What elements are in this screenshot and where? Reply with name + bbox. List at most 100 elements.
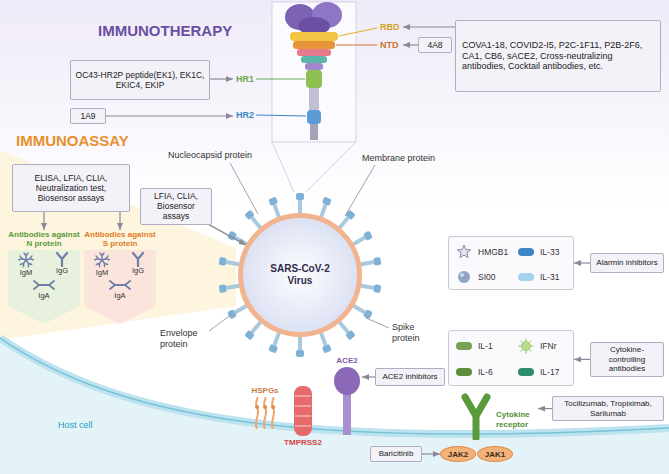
connector-arrow	[538, 408, 552, 409]
capsule-shape	[456, 368, 472, 376]
virus-name: SARS-CoV-2 Virus	[265, 263, 335, 287]
molecule-cell: SI00	[453, 266, 513, 288]
receptor-shape	[458, 392, 494, 440]
antibody-arm	[19, 256, 27, 262]
ntd-band	[293, 41, 335, 49]
igm-icon	[16, 251, 36, 269]
antibody-name: IgM	[10, 269, 42, 277]
box-text: 4A8	[423, 40, 447, 50]
molecule-icon	[453, 338, 475, 354]
box-text: OC43-HR2P peptide(EK1), EK1C, EKIC4, EKI…	[75, 70, 205, 90]
connector-arrow	[43, 212, 44, 230]
virus-particle: SARS-CoV-2 Virus	[238, 213, 362, 337]
protease-stripe	[295, 425, 311, 427]
target-arrow	[403, 44, 418, 45]
sphere-highlight	[460, 273, 464, 277]
connector-arrow	[422, 453, 440, 454]
kinase-name: JAK2	[448, 450, 468, 459]
antibody-box: COVA1-18, COVID2-I5, P2C-1F11, P2B-2F6, …	[455, 20, 661, 92]
antibody-name: IgG	[122, 267, 154, 275]
receptor-name: ACE2	[332, 356, 362, 367]
iga-icon	[108, 278, 132, 292]
antibody-panel: Antibodies against S proteinIgM IgG IgA	[84, 230, 156, 324]
assay-box: LFIA, CLIA, Biosensor assays	[140, 188, 212, 225]
receptor-arms	[465, 397, 487, 438]
target-arrow	[106, 115, 233, 116]
antibody-box: Cytokine-controlling antibodies	[590, 342, 664, 377]
antibody-cell: IgG	[122, 251, 154, 275]
molecule-name: IFNr	[540, 341, 557, 351]
igg-icon	[130, 251, 146, 267]
top-ground	[0, 0, 669, 210]
connector-arrow	[362, 376, 375, 377]
antibody-cell: IgA	[102, 278, 138, 300]
leader-line	[256, 115, 306, 116]
capsule-shape	[518, 248, 534, 256]
leader-line	[256, 79, 305, 80]
hspg-bead	[263, 405, 267, 409]
inhibitor-box: Alarmin inhibitors	[590, 253, 664, 273]
drug-box: Baricitinib	[370, 446, 422, 462]
antibody-cell: IgM	[86, 251, 118, 277]
iga-icon	[32, 278, 56, 292]
molecule-name: IL-1	[478, 341, 493, 351]
inhibitor-box: ACE2 inhibitors	[375, 368, 445, 386]
inhibitor-box: OC43-HR2P peptide(EK1), EK1C, EKIC4, EKI…	[70, 60, 210, 100]
antibody-arm	[95, 256, 103, 262]
molecule-name: SI00	[478, 272, 496, 282]
spike-stalk	[309, 88, 319, 110]
box-text: ACE2 inhibitors	[380, 372, 440, 382]
part-label: Spike protein	[392, 322, 437, 344]
leader-line	[366, 318, 389, 328]
antibody-box: 1A9	[70, 108, 106, 124]
sun-ray	[519, 346, 522, 347]
hr1-band	[306, 70, 322, 88]
star-shape	[457, 245, 470, 258]
panel-pointer	[84, 306, 156, 324]
spike-band	[301, 56, 327, 63]
cell-label: Host cell	[58, 420, 93, 431]
molecule-cell: HMGB1	[453, 241, 513, 263]
leader-line	[339, 28, 377, 36]
alarmin-panel: HMGB1 IL-33SI00 IL-31	[448, 236, 574, 290]
molecule-icon	[515, 364, 537, 380]
molecule-icon	[515, 244, 537, 260]
panel-heading: Antibodies against S protein	[84, 230, 156, 248]
zoom-frame	[272, 2, 356, 142]
molecule-cell: IL-31	[515, 266, 575, 288]
molecule-cell: IL-33	[515, 241, 575, 263]
domain-label: NTD	[380, 40, 399, 51]
molecule-name: HMGB1	[478, 247, 508, 257]
molecule-icon	[453, 244, 475, 260]
hspg-bead	[271, 405, 275, 409]
hspg-receptor: HSPGs	[248, 386, 282, 430]
receptor-name: TMPRSS2	[281, 438, 325, 448]
antibody-arm	[133, 253, 143, 266]
kinase-name: JAK1	[485, 450, 505, 459]
igm-icon	[92, 251, 112, 269]
rbd-band	[290, 32, 338, 41]
sun-ray	[526, 351, 527, 354]
hspg-bead	[255, 405, 259, 409]
box-text: 1A9	[75, 111, 101, 121]
box-text: ELISA, LFIA, CLIA, Neutralization test, …	[17, 173, 125, 204]
assay-box: ELISA, LFIA, CLIA, Neutralization test, …	[12, 164, 130, 212]
molecule-name: IL-33	[540, 247, 559, 257]
jak-kinase: JAK2	[440, 446, 476, 462]
ace2-shape	[332, 367, 362, 435]
leader-line	[336, 45, 377, 46]
antibody-panel: Antibodies against N proteinIgMIgGIgA	[8, 230, 80, 324]
protease-body	[294, 386, 312, 436]
antibody-box: 4A8	[418, 37, 452, 53]
part-label: Envelope protein	[160, 328, 210, 350]
assay-beam	[0, 150, 236, 340]
antibody-arm	[34, 281, 54, 289]
box-text: Cytokine-controlling antibodies	[595, 345, 659, 374]
sun-ray	[521, 341, 523, 343]
leader-line	[345, 165, 375, 216]
antibody-cell: IgM	[10, 251, 42, 277]
target-arrow	[210, 78, 233, 79]
box-text: COVA1-18, COVID2-I5, P2C-1F11, P2B-2F6, …	[462, 40, 654, 72]
connector-arrow	[209, 225, 246, 245]
